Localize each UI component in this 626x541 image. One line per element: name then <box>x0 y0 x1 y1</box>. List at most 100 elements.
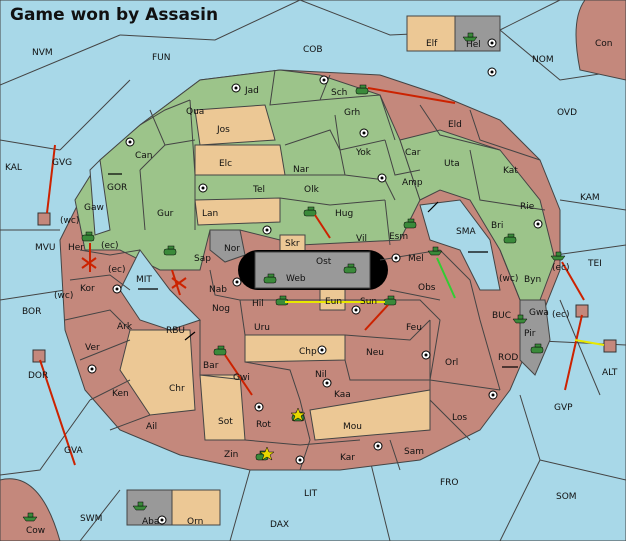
fleet-unit-icon[interactable] <box>427 246 443 256</box>
army-unit-icon[interactable] <box>530 343 544 354</box>
army-unit-icon[interactable] <box>355 84 369 95</box>
coast-marker: (wc) <box>499 274 518 284</box>
box-label: Cow <box>26 526 45 536</box>
territory-label: Vil <box>356 234 367 244</box>
sea-label: NOM <box>532 55 554 65</box>
terr-elc <box>194 144 286 176</box>
territory-label: Nab <box>209 285 227 295</box>
territory-label: Eld <box>448 120 462 130</box>
sea-label: FRO <box>440 478 459 488</box>
territory-label: Hil <box>252 299 264 309</box>
sea-label: DAX <box>270 520 289 530</box>
sea-label: COB <box>303 45 323 55</box>
territory-label: Kar <box>340 453 355 463</box>
box-label: Orn <box>187 517 203 527</box>
coast-marker: (wc) <box>54 291 73 301</box>
coast-marker: (ec) <box>101 241 119 251</box>
terr-con <box>575 0 626 81</box>
army-unit-icon[interactable] <box>275 295 289 306</box>
fleet-unit-icon[interactable] <box>22 512 38 522</box>
sea-label: ALT <box>602 368 618 378</box>
territory-label: Gaw <box>84 203 104 213</box>
territory-label: Nor <box>224 244 240 254</box>
fleet-unit-icon[interactable] <box>550 251 566 261</box>
terr-sot <box>199 374 246 441</box>
territory-label: Skr <box>285 239 300 249</box>
territory-label: Can <box>135 151 153 161</box>
territory-label: Bri <box>491 221 503 231</box>
terr-jos <box>194 104 276 146</box>
sea-label: BOR <box>22 307 41 317</box>
army-unit-icon[interactable] <box>263 273 277 284</box>
territory-label: Ken <box>112 389 129 399</box>
territory-label: Byn <box>524 275 541 285</box>
territory-label: Obs <box>418 283 436 293</box>
sea-label: KAL <box>5 163 22 173</box>
territory-label: Web <box>286 274 306 284</box>
territory-label: Sam <box>404 447 424 457</box>
sea-label: BUC <box>492 311 511 321</box>
territory-label: Kat <box>503 166 518 176</box>
sea-label: FUN <box>152 53 171 63</box>
fleet-unit-icon[interactable] <box>462 32 478 42</box>
territory-label: Sun <box>360 297 377 307</box>
terr-chr <box>119 329 196 416</box>
fleet-unit-icon[interactable] <box>512 314 528 324</box>
territory-label: Nar <box>293 165 309 175</box>
territory-label: Jad <box>244 86 259 96</box>
territory-label: Yok <box>355 148 372 158</box>
territory-label: Zin <box>224 450 238 460</box>
army-unit-icon[interactable] <box>303 206 317 217</box>
territory-label: Rie <box>520 202 535 212</box>
supply-centers <box>87 38 543 525</box>
inner-sea-east <box>419 199 501 291</box>
coast-marker: (ec) <box>108 265 126 275</box>
territory-label: Her <box>68 243 84 253</box>
territory-label: Ost <box>316 257 332 267</box>
fleet-unit-icon[interactable] <box>132 501 148 511</box>
army-unit-icon[interactable] <box>383 295 397 306</box>
territory-label: Nog <box>212 304 230 314</box>
army-unit-icon[interactable] <box>403 218 417 229</box>
connectors <box>108 173 518 368</box>
territory-label: Eun <box>325 297 342 307</box>
territory-label: Feu <box>406 323 422 333</box>
sea-label: Con <box>595 39 613 49</box>
territory-label: Ail <box>146 422 157 432</box>
army-unit-icon[interactable] <box>163 245 177 256</box>
territory-label: Esm <box>389 232 408 242</box>
territory-label: Rot <box>256 420 271 430</box>
sea-label: LIT <box>304 489 318 499</box>
sea-label: SMA <box>456 227 476 237</box>
orders <box>39 87 605 466</box>
star-icon <box>290 407 306 422</box>
territory-label: Car <box>405 148 421 158</box>
page-title: Game won by Assasin <box>10 5 218 25</box>
territory-label: Lan <box>202 209 218 219</box>
territory-label: Nil <box>315 370 327 380</box>
territory-label: Uru <box>254 323 270 333</box>
army-unit-icon[interactable] <box>343 263 357 274</box>
sea-label: TEI <box>587 259 602 269</box>
territory-label: Qua <box>186 107 204 117</box>
army-unit-icon[interactable] <box>81 231 95 242</box>
territory-label: Sot <box>218 417 233 427</box>
sea-label: SWM <box>80 514 102 524</box>
territory-label: Kaa <box>334 390 351 400</box>
territory-label: Ark <box>117 322 133 332</box>
territory-label: Pir <box>524 329 536 339</box>
stars <box>259 407 306 461</box>
territory-label: Orl <box>445 358 458 368</box>
dislodged-unit-icon <box>37 212 51 226</box>
territory-label: Elc <box>219 159 232 169</box>
territory-label: Sap <box>194 254 211 264</box>
sea-label: MVU <box>35 243 56 253</box>
territory-label: Hug <box>335 209 353 219</box>
inner-sea-gor <box>89 158 111 236</box>
corner-box-labels: Elf Hel Aba Orn Cow <box>26 39 481 536</box>
territory-label: Grh <box>344 108 360 118</box>
army-unit-icon[interactable] <box>503 233 517 244</box>
territory-label: Sch <box>331 88 347 98</box>
sea-label: DOR <box>28 371 48 381</box>
army-unit-icon[interactable] <box>213 345 227 356</box>
